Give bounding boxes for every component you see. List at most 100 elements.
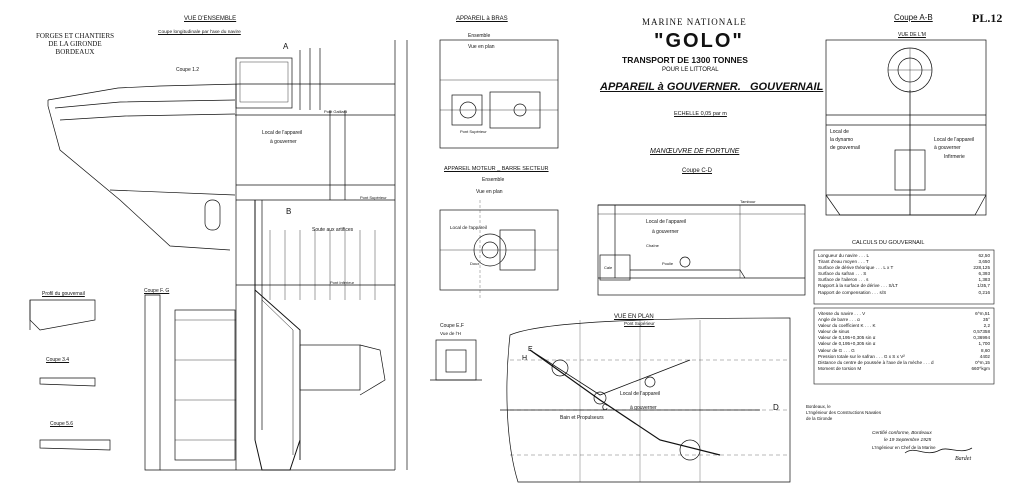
signature-line-2: L'Ingénieur des Constructions Navales xyxy=(806,410,882,415)
appareil-bras-title: APPAREIL à BRAS xyxy=(456,16,508,22)
coupe-56-label: Coupe 5.6 xyxy=(50,421,74,427)
calc-value: 0,36994 xyxy=(973,335,990,341)
calc-label: Valeur de sinus xyxy=(818,329,850,335)
calc-row: Angle de barre . . . α 35° xyxy=(818,317,990,323)
pont-gaillard-label: Pont Gaillard xyxy=(324,109,348,114)
soute-label: Soute aux artifices xyxy=(312,227,354,233)
calc-row: Pression totale sur le safran . . . G x … xyxy=(818,354,990,360)
pont-superieur-label: Pont Supérieur xyxy=(360,195,387,200)
manoeuvre-title: MANŒUVRE DE FORTUNE xyxy=(650,148,740,155)
bain-label: Bain et Propulseurs xyxy=(560,415,604,421)
letter-a: A xyxy=(283,42,289,51)
moteur-ensemble: Ensemble xyxy=(482,177,505,183)
calc-label: Moment de torsion M xyxy=(818,365,862,371)
calc-row: Rapport à la surface de dérive . . . S/L… xyxy=(818,283,990,289)
ab-infirmerie-label: Infirmerie xyxy=(944,154,965,160)
coupe-cd-title: Coupe C-D xyxy=(682,168,713,174)
coupe-ab-title: Coupe A-B xyxy=(894,13,933,22)
calc-label: Surface du safran . . . S xyxy=(818,271,867,277)
calc-label: Rapport de compensation . . . s/S xyxy=(818,289,887,295)
a-gouverner-label: à gouverner xyxy=(270,139,297,145)
calc-value: 35° xyxy=(983,317,990,323)
letter-c: C xyxy=(602,403,608,412)
calc-label: Surface de dérive théorique . . . L x T xyxy=(818,265,894,271)
calc-row: Distance du centre de poussée à l'axe de… xyxy=(818,360,990,366)
calc-label: Vitesse du navire . . . V xyxy=(818,311,866,316)
letter-d: D xyxy=(773,403,779,412)
letter-e: E xyxy=(528,346,533,353)
gouverner-plan-label: à gouverner xyxy=(630,405,657,411)
ship-name: "GOLO" xyxy=(654,30,744,52)
ship-type: TRANSPORT DE 1300 TONNES xyxy=(622,55,748,65)
coupe-fg-label: Coupe F. G xyxy=(144,288,170,294)
ship-role: POUR LE LITTORAL xyxy=(662,67,719,73)
ab-gouverner-label: à gouverner xyxy=(934,145,961,151)
letter-b: B xyxy=(286,207,292,216)
signature-line-5: le 19 Septembre 1925 xyxy=(884,438,932,443)
moteur-title: APPAREIL MOTEUR _ BARRE SECTEUR xyxy=(444,166,549,172)
calc-label: Surface de l'aileron . . . s xyxy=(818,277,869,283)
appareil-bras-plan: Vue en plan xyxy=(468,44,495,50)
calc-label: Valeur de G . . . G xyxy=(818,347,855,353)
profil-label: Profil du gouvernail xyxy=(42,291,85,297)
coupe-ef-label: Coupe E.F xyxy=(440,323,464,329)
navy-label: MARINE NATIONALE xyxy=(642,17,747,27)
scale-label: ECHELLE 0,05 par m xyxy=(674,111,727,117)
moteur-plan: Vue en plan xyxy=(476,189,503,195)
local-plan-label: Local de l'appareil xyxy=(620,391,661,397)
plate-number: PL.12 xyxy=(972,11,1003,25)
hull-section xyxy=(47,40,408,471)
vue-ensemble-title: VUE D'ENSEMBLE xyxy=(184,16,237,22)
tambour-label: Tambour xyxy=(740,199,756,204)
doux-label: Doux xyxy=(470,261,480,266)
coupe-ef-drawing xyxy=(430,339,482,381)
rudder-profile xyxy=(29,294,161,471)
local-label: Local de l'appareil xyxy=(262,130,303,136)
manoeuvre-drawing xyxy=(597,204,806,296)
calc-value: 1,700 xyxy=(978,341,991,347)
calc-row: Surface de l'aileron . . . s 1,383 xyxy=(818,277,990,283)
coupe-34-label: Coupe 3.4 xyxy=(46,357,70,363)
pont-superieur-plan: Pont Supérieur xyxy=(624,321,655,326)
vue-en-plan-drawing xyxy=(500,317,791,483)
ab-gouvernail-label: de gouvernail xyxy=(830,145,861,151)
ab-local2-label: Local de l'appareil xyxy=(934,137,975,143)
a-gouverner3-label: à gouverner xyxy=(652,229,679,235)
signature-name: Bardet xyxy=(955,456,972,462)
calc-value: 8,60 xyxy=(981,347,990,353)
calc-value: 228,125 xyxy=(973,265,990,271)
calc-value: 4402 xyxy=(979,353,990,359)
calc-label: Valeur de 0,195+0,305 sin α xyxy=(818,341,876,347)
calc-label: Angle de barre . . . α xyxy=(818,317,860,323)
calc-label: Rapport à la surface de dérive . . . S/L… xyxy=(818,283,898,289)
cale-label: Cale xyxy=(604,265,613,270)
calc-value: 1,383 xyxy=(978,277,991,283)
shipyard-line-2: DE LA GIRONDE xyxy=(48,40,102,48)
signature-line-1: Bordeaux, le xyxy=(806,404,831,409)
local2-label: Local de l'appareil xyxy=(450,225,487,230)
calc-label: Valeur du coefficient K . . . K xyxy=(818,323,876,329)
calc-value: 3,650 xyxy=(978,259,991,265)
calc-value: 0,216 xyxy=(978,289,991,295)
calc-value: 0^m,15 xyxy=(975,359,990,365)
vue-ensemble-subtitle: Coupe longitudinale par l'axe du navire xyxy=(158,30,241,35)
coupe-ab-drawing xyxy=(825,39,987,216)
calc-title: CALCULS DU GOUVERNAIL xyxy=(852,240,925,246)
drawing-title: APPAREIL à GOUVERNER._ GOUVERNAIL xyxy=(600,81,824,93)
chaine-label: Chaîne xyxy=(646,243,659,248)
calc-label: Valeur de 0,195+0,305 sin α xyxy=(818,335,876,341)
calc-row: Surface de dérive théorique . . . L x T 2… xyxy=(818,265,990,271)
coupe-12-label: Coupe 1.2 xyxy=(176,67,200,73)
signature-stroke xyxy=(904,447,973,454)
calc-value: 1/35,7 xyxy=(977,283,990,289)
bras-pont-superieur: Pont Supérieur xyxy=(460,129,487,134)
calc-label: Tirant d'eau moyen . . . T xyxy=(818,259,869,265)
